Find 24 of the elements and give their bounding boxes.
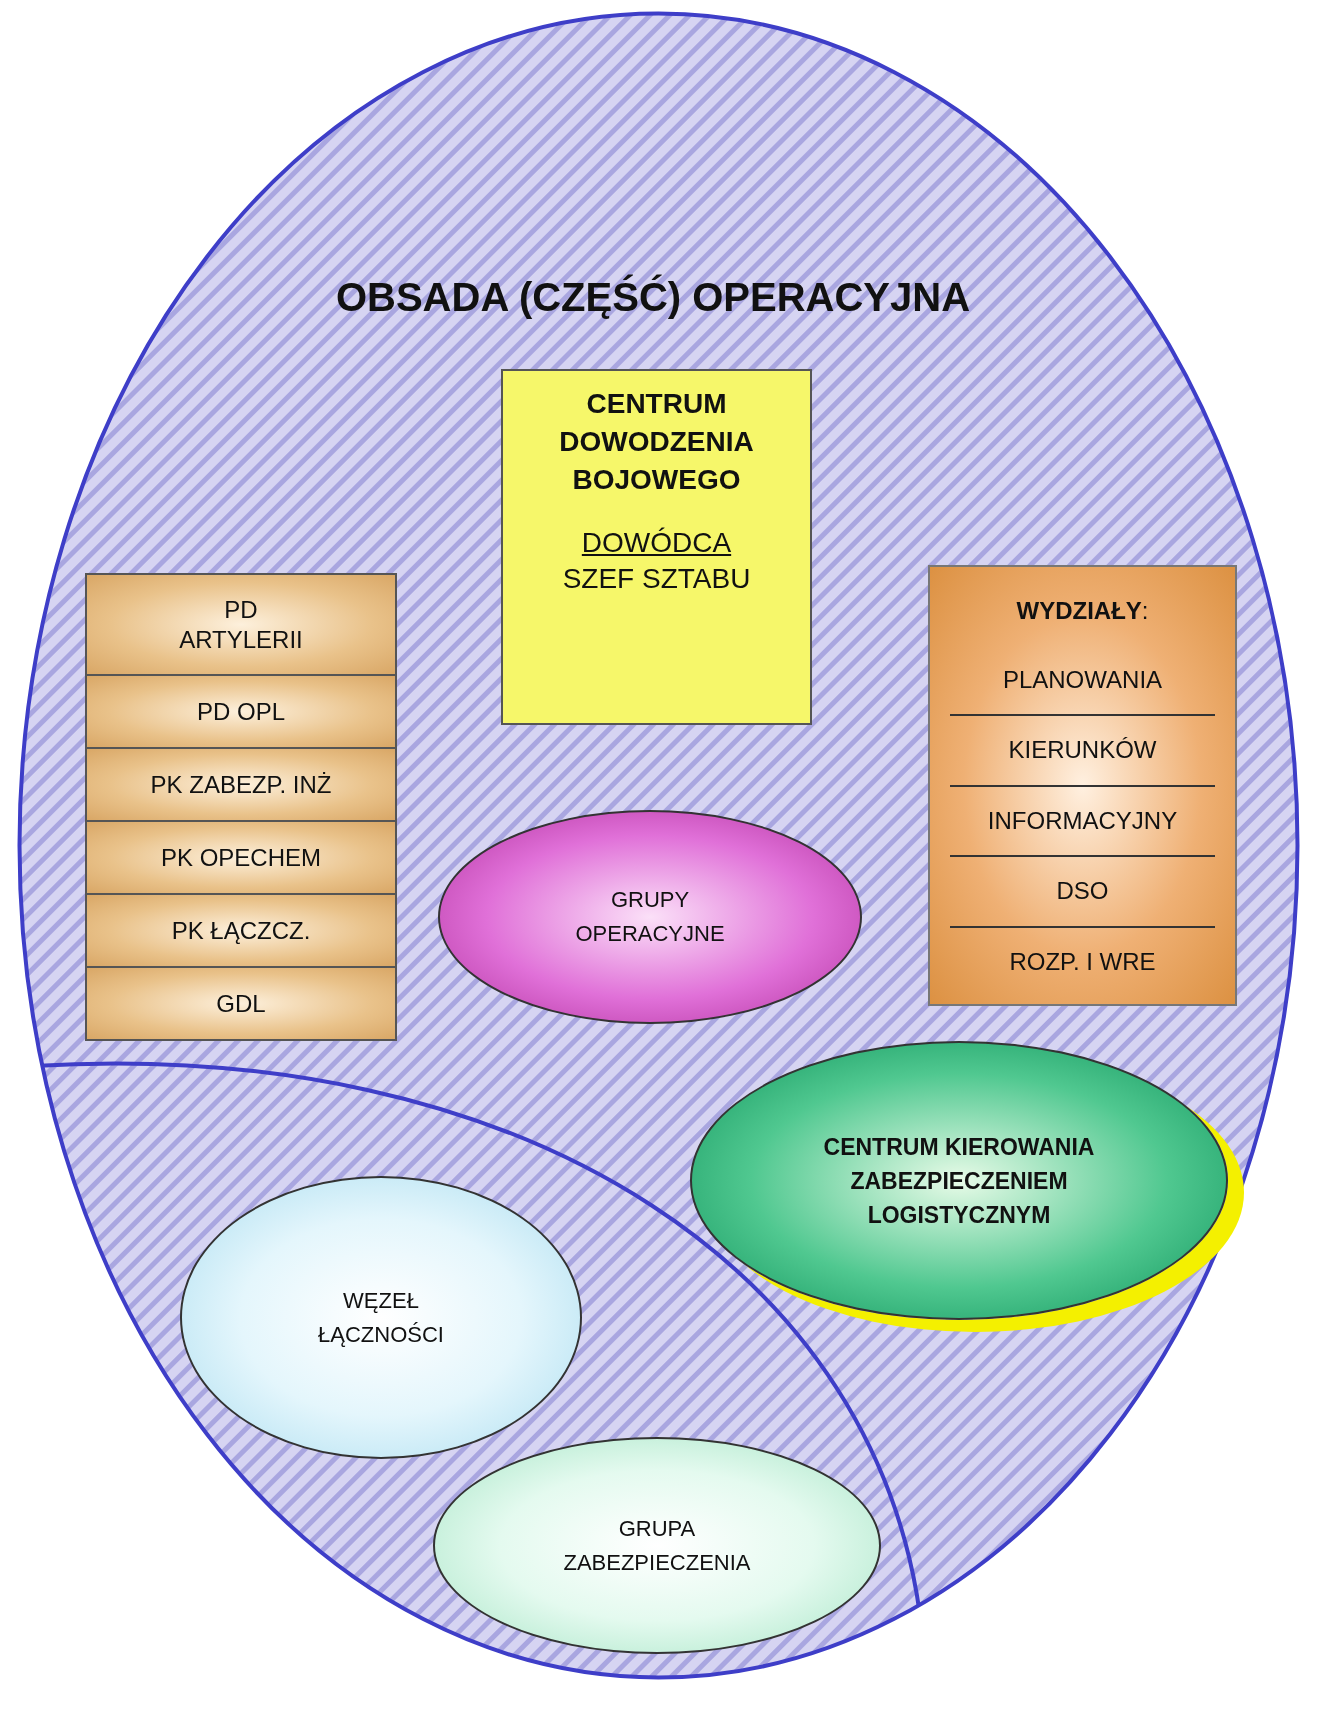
department-text: ROZP. I WRE xyxy=(1009,946,1156,977)
department-text: KIERUNKÓW xyxy=(1008,735,1157,766)
box-heading: CENTRUM DOWODZENIA BOJOWEGO xyxy=(558,387,755,497)
departments-box xyxy=(928,565,1237,1006)
region-heading: OBSADA (CZĘŚĆ) OPERACYJNA xyxy=(334,273,972,321)
department-text: INFORMACYJNY xyxy=(987,805,1178,836)
department-text: PLANOWANIA xyxy=(1002,664,1163,695)
list-row: PK OPECHEM xyxy=(87,822,395,896)
ellipse-label: GRUPA ZABEZPIECZENIA xyxy=(562,1514,752,1577)
list-row: PD OPL xyxy=(87,676,395,750)
ellipse-label: CENTRUM KIEROWANIA ZABEZPIECZENIEM LOGISTYCZNYM xyxy=(822,1132,1096,1230)
ellipse-label: WĘZEŁ ŁĄCZNOŚCI xyxy=(317,1286,445,1349)
role-text: DOWÓDCA xyxy=(581,526,732,560)
hatched-oval-region xyxy=(17,11,1300,1680)
list-row: PD ARTYLERII xyxy=(87,575,395,677)
department-text: DSO xyxy=(1056,876,1109,907)
box-heading: WYDZIAŁY: xyxy=(1016,596,1149,627)
list-row: PK ŁĄCZCZ. xyxy=(87,895,395,969)
list-row: GDL xyxy=(87,968,395,1039)
section-list-box xyxy=(85,573,397,1041)
command-center-box xyxy=(501,369,812,725)
list-row: PK ZABEZP. INŻ xyxy=(87,749,395,823)
role-text: SZEF SZTABU xyxy=(562,562,751,596)
ellipse-label: GRUPY OPERACYJNE xyxy=(574,886,726,948)
